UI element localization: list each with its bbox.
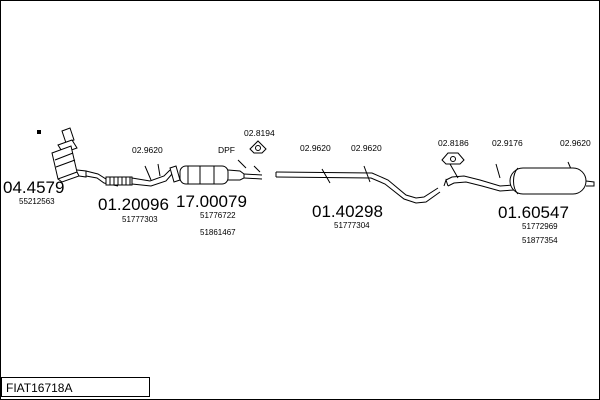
oem-ref: 55212563 bbox=[19, 197, 55, 206]
part-number-rear-silencer: 01.60547 bbox=[498, 203, 569, 222]
dpf-label: DPF bbox=[218, 145, 235, 155]
diagram-id-box: FIAT16718A bbox=[1, 377, 150, 397]
catalyst-drawing bbox=[51, 127, 87, 183]
front-pipe-drawing bbox=[85, 163, 173, 187]
middle-pipe-drawing bbox=[275, 165, 441, 204]
fitting-number: 02.9620 bbox=[560, 138, 591, 148]
part-number-middle-pipe: 01.40298 bbox=[312, 202, 383, 221]
oem-ref: 51861467 bbox=[200, 228, 236, 237]
oem-ref: 51777303 bbox=[122, 215, 158, 224]
part-number-dpf: 17.00079 bbox=[176, 192, 247, 211]
fitting-number: 02.8194 bbox=[244, 128, 275, 138]
fitting-number: 02.9176 bbox=[492, 138, 523, 148]
oem-ref: 51772969 bbox=[522, 222, 558, 231]
part-number-front-pipe: 01.20096 bbox=[98, 195, 169, 214]
diagram-id: FIAT16718A bbox=[6, 381, 73, 395]
oem-ref: 51776722 bbox=[200, 211, 236, 220]
fitting-number: 02.9620 bbox=[132, 145, 163, 155]
oem-ref: 51877354 bbox=[522, 236, 558, 245]
part-number-catalyst: 04.4579 bbox=[3, 178, 65, 197]
rear-silencer-drawing bbox=[443, 161, 595, 195]
fitting-number: 02.9620 bbox=[300, 143, 331, 153]
detail-square bbox=[37, 130, 41, 134]
dpf-drawing bbox=[169, 159, 263, 185]
oem-ref: 51777304 bbox=[334, 221, 370, 230]
fitting-number: 02.9620 bbox=[351, 143, 382, 153]
fitting-icons bbox=[249, 140, 465, 165]
fitting-number: 02.8186 bbox=[438, 138, 469, 148]
